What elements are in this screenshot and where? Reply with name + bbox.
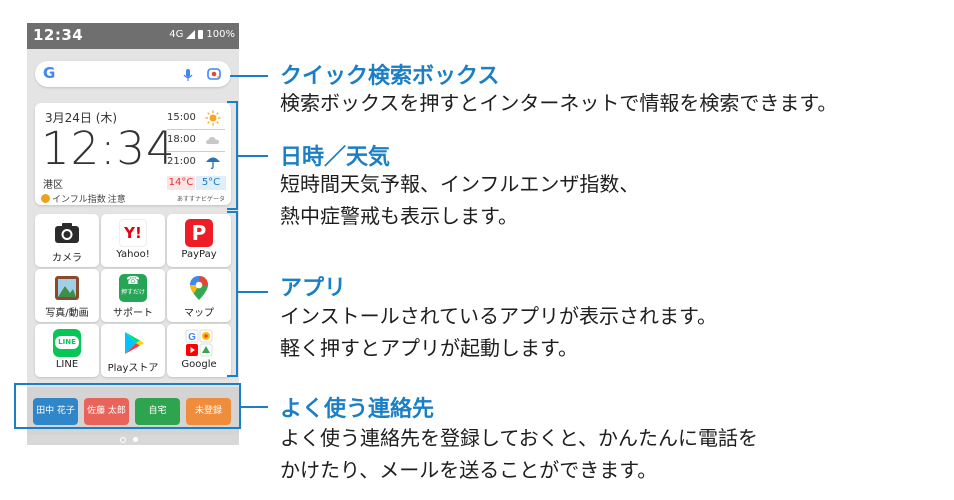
callout-desc-apps-1: インストールされているアプリが表示されます。 (280, 304, 717, 328)
callout-desc-apps-2: 軽く押すとアプリが起動します。 (280, 336, 578, 360)
contacts-highlight-box (14, 383, 241, 429)
widget-time: 12:34 (41, 122, 176, 175)
photos-icon (55, 276, 79, 300)
phone-screen: 12:34 4G 100% G 3月24日 (木) 12:34 港区 15:00 (27, 23, 239, 445)
widget-location: 港区 (43, 180, 63, 191)
callout-desc-contacts-2: かけたり、メールを送ることができます。 (280, 458, 658, 482)
forecast-row: 21:00 (167, 153, 227, 173)
callout-desc-search: 検索ボックスを押すとインターネットで情報を検索できます。 (280, 91, 838, 115)
play-store-icon (125, 332, 144, 354)
battery-label: 100% (206, 29, 235, 40)
svg-text:G: G (188, 332, 196, 343)
mic-icon[interactable] (180, 67, 196, 83)
flu-label: インフル指数 (52, 195, 106, 205)
apps-callout-line (236, 291, 268, 293)
contacts-callout-line (240, 406, 268, 408)
status-time: 12:34 (33, 26, 84, 44)
callout-title-search: クイック検索ボックス (280, 64, 500, 89)
clock-weather-widget[interactable]: 3月24日 (木) 12:34 港区 15:00 18:00 (35, 103, 231, 205)
app-label: Yahoo! (116, 249, 150, 260)
app-support[interactable]: ☎ 押すだけ サポート (101, 269, 165, 322)
google-logo-icon: G (43, 64, 56, 82)
app-yahoo[interactable]: Y! Yahoo! (101, 214, 165, 267)
battery-icon (198, 30, 204, 39)
signal-icon (186, 30, 196, 39)
flu-indicator-icon (41, 194, 50, 203)
yahoo-icon: Y! (119, 219, 147, 247)
widget-brand: あすすナビゲータ (176, 196, 225, 203)
umbrella-icon (206, 157, 220, 169)
page-indicator-bar (27, 435, 239, 445)
network-label: 4G (169, 29, 184, 40)
google-folder-icon: G (185, 329, 213, 357)
app-play-store[interactable]: Playストア (101, 324, 165, 377)
line-icon: LINE (53, 329, 81, 357)
app-label: マップ (184, 308, 214, 319)
status-bar: 12:34 4G 100% (27, 23, 239, 49)
sun-icon (205, 110, 221, 126)
widget-date: 3月24日 (木) (45, 111, 118, 125)
contact-button-home[interactable]: 自宅 (135, 398, 180, 425)
app-paypay[interactable]: P PayPay (167, 214, 231, 267)
app-line[interactable]: LINE LINE (35, 324, 99, 377)
quick-search-box[interactable]: G (35, 61, 231, 87)
app-label: 写真/動画 (45, 308, 89, 319)
page-dot-active[interactable] (120, 437, 126, 443)
callout-title-widget: 日時／天気 (280, 145, 391, 170)
forecast-time: 15:00 (167, 112, 196, 123)
callout-desc-widget-1: 短時間天気予報、インフルエンザ指数、 (280, 172, 640, 196)
temp-low: 5°C (196, 176, 226, 190)
flu-index: インフル指数 注意 (41, 192, 126, 205)
forecast-time: 21:00 (167, 156, 196, 167)
app-label: Google (181, 359, 217, 370)
app-label: サポート (113, 308, 153, 319)
search-callout-line (230, 75, 268, 77)
status-indicators: 4G 100% (169, 29, 235, 40)
forecast-divider (167, 129, 225, 130)
maps-pin-icon (190, 276, 208, 300)
forecast-time: 18:00 (167, 134, 196, 145)
contact-button-2[interactable]: 佐藤 太郎 (84, 398, 129, 425)
temp-high: 14°C (167, 176, 195, 190)
app-label: PayPay (181, 249, 217, 260)
app-label: LINE (55, 359, 79, 370)
page-dot[interactable] (133, 437, 138, 442)
paypay-icon: P (185, 219, 213, 247)
contact-button-unregistered[interactable]: 未登録 (186, 398, 231, 425)
callout-desc-widget-2: 熱中症警戒も表示します。 (280, 204, 518, 228)
app-google-folder[interactable]: G Google (167, 324, 231, 377)
app-camera[interactable]: カメラ (35, 214, 99, 267)
forecast-row: 18:00 (167, 131, 227, 151)
app-label: Playストア (107, 363, 159, 374)
callout-title-apps: アプリ (280, 276, 347, 301)
app-maps[interactable]: マップ (167, 269, 231, 322)
flu-level: 注意 (107, 195, 126, 205)
support-icon: ☎ 押すだけ (119, 274, 147, 302)
camera-icon (55, 223, 79, 243)
contact-button-1[interactable]: 田中 花子 (33, 398, 78, 425)
apps-bracket (227, 211, 238, 377)
app-label: カメラ (52, 253, 82, 264)
forecast-row: 15:00 (167, 109, 227, 129)
widget-callout-line (236, 155, 268, 157)
forecast-divider (167, 151, 225, 152)
app-photos[interactable]: 写真/動画 (35, 269, 99, 322)
camera-lens-icon[interactable] (206, 66, 222, 82)
callout-desc-contacts-1: よく使う連絡先を登録しておくと、かんたんに電話を (280, 426, 758, 450)
cloud-icon (206, 137, 219, 144)
callout-title-contacts: よく使う連絡先 (280, 397, 435, 422)
